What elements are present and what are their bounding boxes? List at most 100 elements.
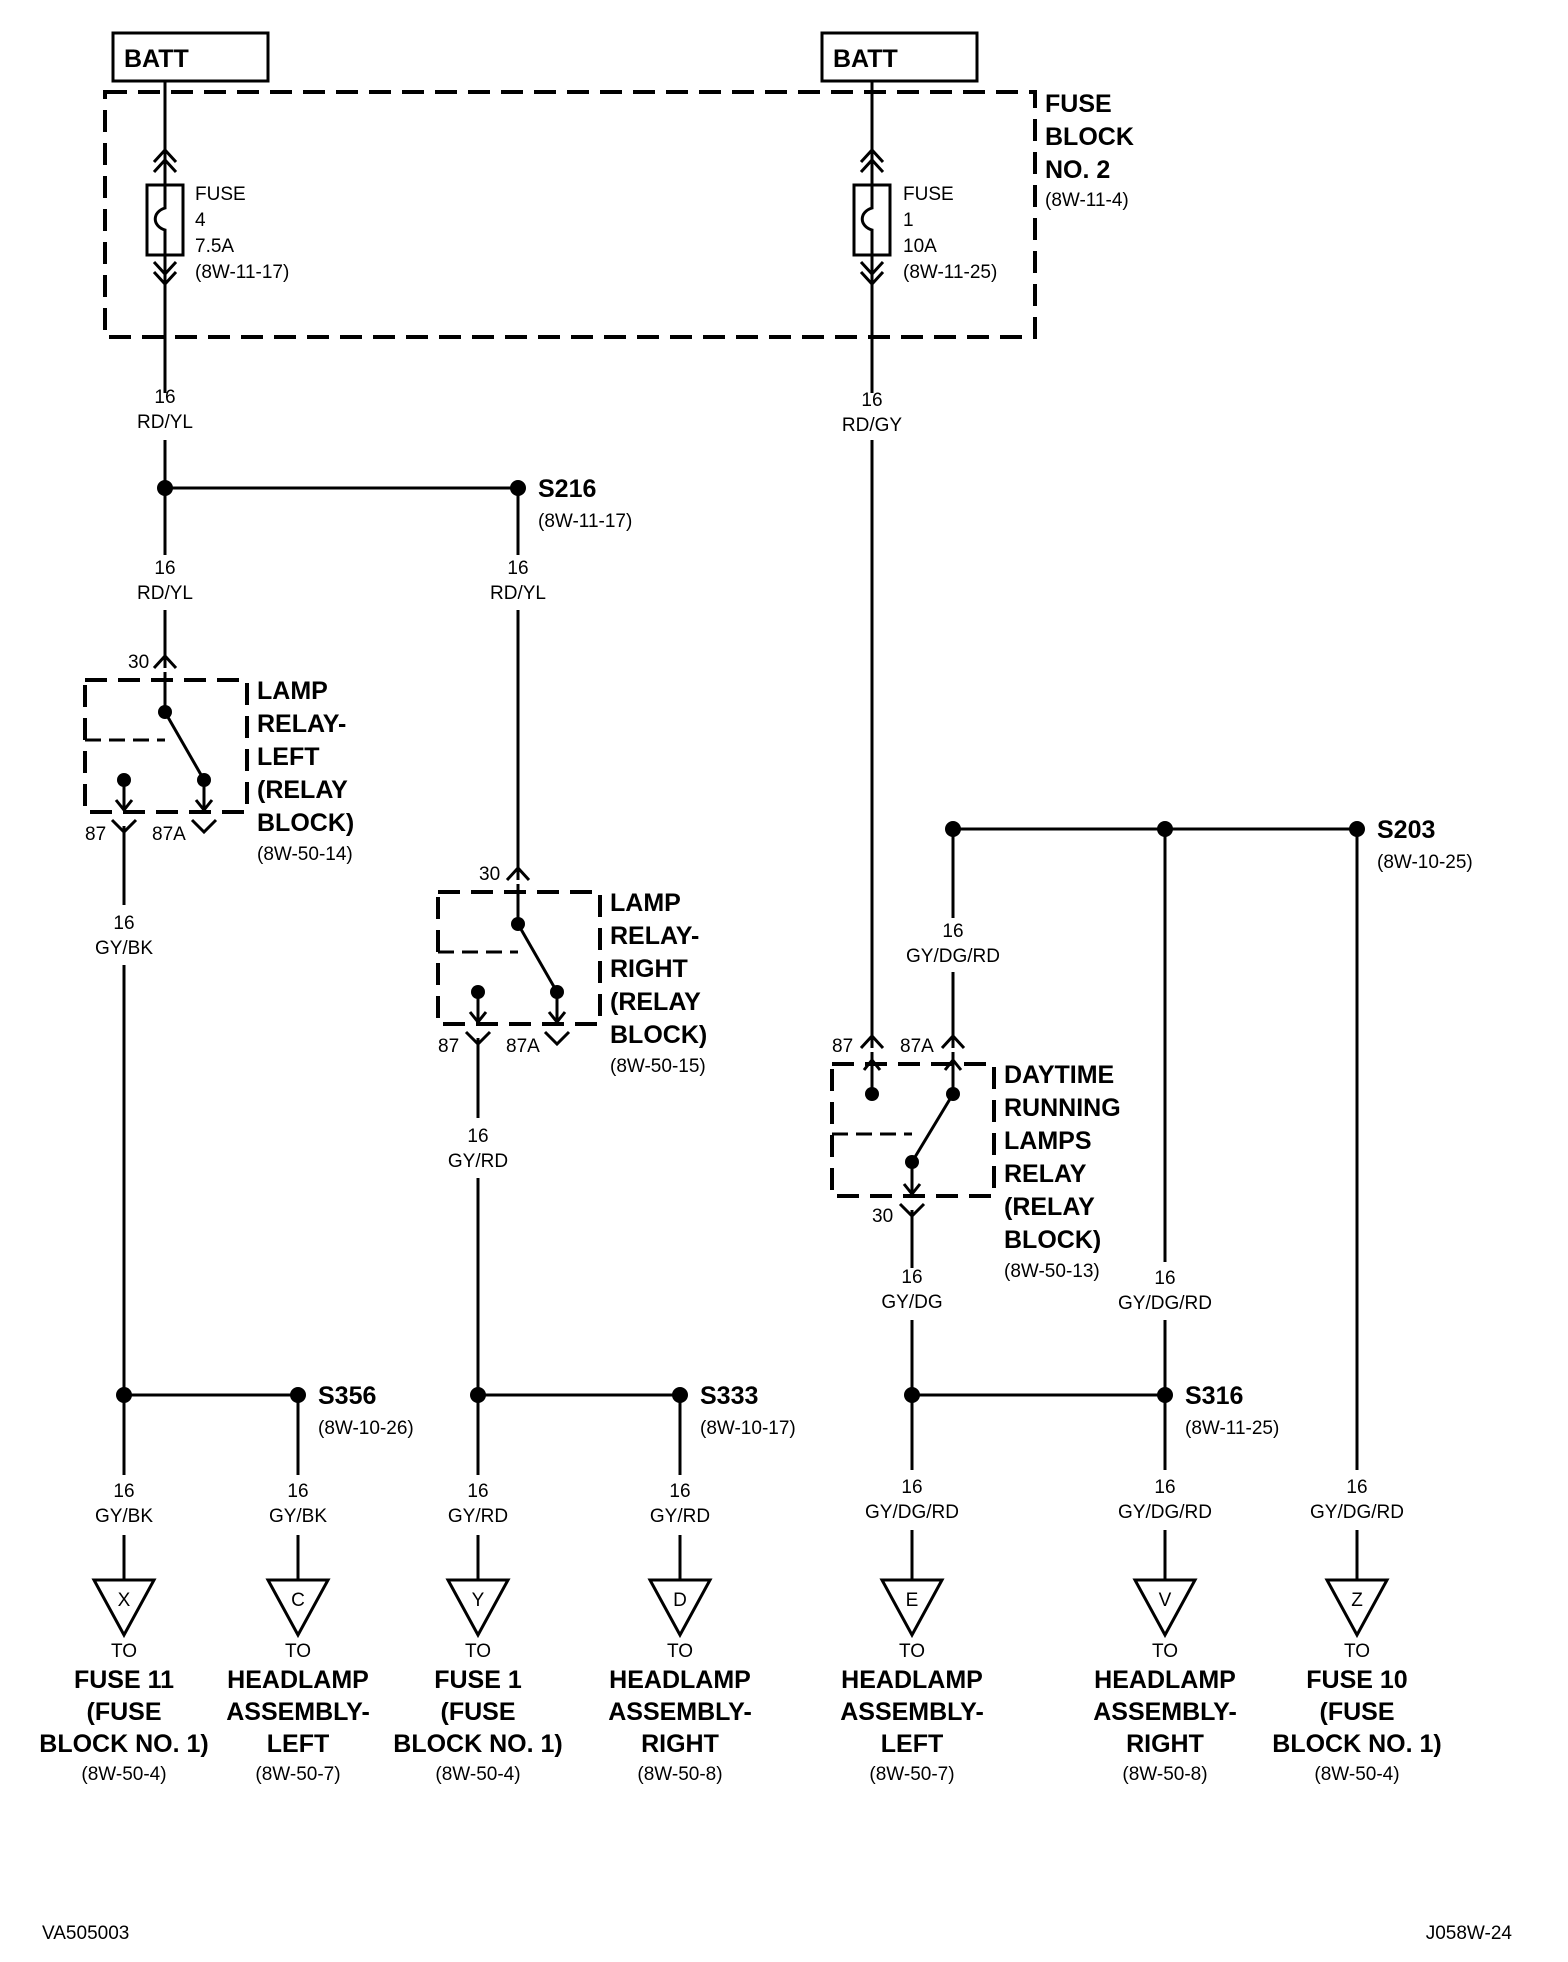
svg-text:V: V bbox=[1159, 1590, 1172, 1611]
svg-text:TO: TO bbox=[465, 1641, 491, 1662]
wire-gauge: 16 bbox=[154, 387, 175, 408]
svg-text:ASSEMBLY-: ASSEMBLY- bbox=[1093, 1698, 1237, 1726]
svg-text:RIGHT: RIGHT bbox=[641, 1730, 719, 1758]
svg-text:HEADLAMP: HEADLAMP bbox=[841, 1666, 983, 1694]
wire-gauge: 16 bbox=[507, 558, 528, 579]
wire-color: GY/BK bbox=[269, 1506, 327, 1527]
drl-relay-title-6: BLOCK) bbox=[1004, 1226, 1101, 1254]
relay-right-ref: (8W-50-15) bbox=[610, 1056, 706, 1077]
splice-s203-label: S203 bbox=[1377, 816, 1435, 844]
wire-gauge: 16 bbox=[669, 1481, 690, 1502]
relay-left-pin-87a: 87A bbox=[152, 824, 186, 845]
wire-gauge: 16 bbox=[1154, 1268, 1175, 1289]
svg-text:X: X bbox=[118, 1590, 131, 1611]
batt-box-right: BATT bbox=[820, 31, 979, 83]
wire-gauge: 16 bbox=[154, 558, 175, 579]
drl-relay-pin-30: 30 bbox=[872, 1206, 893, 1227]
splice-s216-ref: (8W-11-17) bbox=[538, 511, 632, 532]
batt-box-left: BATT bbox=[111, 31, 270, 83]
relay-right-title-3: RIGHT bbox=[610, 955, 688, 983]
svg-text:TO: TO bbox=[111, 1641, 137, 1662]
wire-color: GY/DG/RD bbox=[1310, 1502, 1404, 1523]
wire-color: RD/GY bbox=[842, 415, 903, 436]
svg-text:BLOCK NO. 1): BLOCK NO. 1) bbox=[1272, 1730, 1441, 1758]
destination-label-v: TO HEADLAMP ASSEMBLY- RIGHT (8W-50-8) bbox=[1093, 1641, 1237, 1785]
splice-s216-label: S216 bbox=[538, 475, 596, 503]
svg-text:BLOCK NO. 1): BLOCK NO. 1) bbox=[393, 1730, 562, 1758]
wire-gauge: 16 bbox=[287, 1481, 308, 1502]
destination-label-y: TO FUSE 1 (FUSE BLOCK NO. 1) (8W-50-4) bbox=[393, 1641, 562, 1785]
wire-gauge: 16 bbox=[861, 390, 882, 411]
svg-text:ASSEMBLY-: ASSEMBLY- bbox=[226, 1698, 370, 1726]
drl-relay-title-5: (RELAY bbox=[1004, 1193, 1095, 1221]
destination-z: Z bbox=[1324, 1578, 1390, 1639]
drl-relay-pin-87: 87 bbox=[832, 1036, 853, 1057]
destination-v: V bbox=[1132, 1578, 1198, 1639]
svg-text:TO: TO bbox=[667, 1641, 693, 1662]
fuse-block-title-1: FUSE bbox=[1045, 90, 1112, 118]
svg-text:(FUSE: (FUSE bbox=[1320, 1698, 1395, 1726]
destination-c: C bbox=[265, 1578, 331, 1639]
drl-relay-pin-87a: 87A bbox=[900, 1036, 934, 1057]
fuse-block-title-2: BLOCK bbox=[1045, 123, 1134, 151]
relay-right-pin-87: 87 bbox=[438, 1036, 459, 1057]
svg-text:(8W-50-4): (8W-50-4) bbox=[81, 1764, 166, 1785]
relay-left-title-5: BLOCK) bbox=[257, 809, 354, 837]
splice-s316-label: S316 bbox=[1185, 1382, 1243, 1410]
svg-text:RIGHT: RIGHT bbox=[1126, 1730, 1204, 1758]
batt-label: BATT bbox=[124, 45, 189, 73]
svg-text:LEFT: LEFT bbox=[267, 1730, 330, 1758]
wire-color: RD/YL bbox=[137, 583, 193, 604]
wire-gauge: 16 bbox=[113, 913, 134, 934]
svg-text:(8W-50-8): (8W-50-8) bbox=[637, 1764, 722, 1785]
relay-right-pin-30: 30 bbox=[479, 864, 500, 885]
destination-d: D bbox=[647, 1578, 713, 1639]
relay-left-title-4: (RELAY bbox=[257, 776, 348, 804]
wire-color: GY/RD bbox=[448, 1151, 508, 1172]
fuse-1-line1: FUSE bbox=[903, 184, 954, 205]
footer-left-id: VA505003 bbox=[42, 1923, 129, 1944]
splice-s356-label: S356 bbox=[318, 1382, 376, 1410]
destination-label-c: TO HEADLAMP ASSEMBLY- LEFT (8W-50-7) bbox=[226, 1641, 370, 1785]
wire-gauge: 16 bbox=[467, 1481, 488, 1502]
fuse-4-line1: FUSE bbox=[195, 184, 246, 205]
wire-gauge: 16 bbox=[1346, 1477, 1367, 1498]
fuse-1 bbox=[852, 81, 892, 393]
drl-relay-title-2: RUNNING bbox=[1004, 1094, 1121, 1122]
wire-gauge: 16 bbox=[113, 1481, 134, 1502]
svg-text:FUSE 1: FUSE 1 bbox=[434, 1666, 522, 1694]
fuse-4-line3: 7.5A bbox=[195, 236, 234, 257]
drl-relay bbox=[830, 1052, 996, 1268]
svg-text:(FUSE: (FUSE bbox=[87, 1698, 162, 1726]
splice-s203-ref: (8W-10-25) bbox=[1377, 852, 1473, 873]
svg-text:TO: TO bbox=[1344, 1641, 1370, 1662]
relay-left-title-2: RELAY- bbox=[257, 710, 346, 738]
destination-e: E bbox=[879, 1578, 945, 1639]
svg-text:(8W-50-4): (8W-50-4) bbox=[435, 1764, 520, 1785]
fuse-block-ref: (8W-11-4) bbox=[1045, 190, 1129, 211]
relay-left-pin-30: 30 bbox=[128, 652, 149, 673]
fuse-1-line3: 10A bbox=[903, 236, 937, 257]
fuse-1-line2: 1 bbox=[903, 210, 914, 231]
svg-text:TO: TO bbox=[1152, 1641, 1178, 1662]
wire-gauge: 16 bbox=[467, 1126, 488, 1147]
relay-right-title-5: BLOCK) bbox=[610, 1021, 707, 1049]
svg-text:(8W-50-7): (8W-50-7) bbox=[255, 1764, 340, 1785]
fuse-4-ref: (8W-11-17) bbox=[195, 262, 289, 283]
svg-text:C: C bbox=[291, 1590, 305, 1611]
batt-label: BATT bbox=[833, 45, 898, 73]
svg-text:E: E bbox=[906, 1590, 919, 1611]
drl-relay-title-3: LAMPS bbox=[1004, 1127, 1092, 1155]
svg-text:D: D bbox=[673, 1590, 687, 1611]
wire-gauge: 16 bbox=[1154, 1477, 1175, 1498]
svg-text:ASSEMBLY-: ASSEMBLY- bbox=[840, 1698, 984, 1726]
fuse-4 bbox=[145, 81, 185, 393]
svg-text:(8W-50-4): (8W-50-4) bbox=[1314, 1764, 1399, 1785]
relay-right-title-2: RELAY- bbox=[610, 922, 699, 950]
wire-color: GY/DG/RD bbox=[865, 1502, 959, 1523]
fuse-4-line2: 4 bbox=[195, 210, 206, 231]
wire-gauge: 16 bbox=[901, 1267, 922, 1288]
wire-color: GY/RD bbox=[448, 1506, 508, 1527]
svg-text:(8W-50-8): (8W-50-8) bbox=[1122, 1764, 1207, 1785]
svg-text:TO: TO bbox=[285, 1641, 311, 1662]
